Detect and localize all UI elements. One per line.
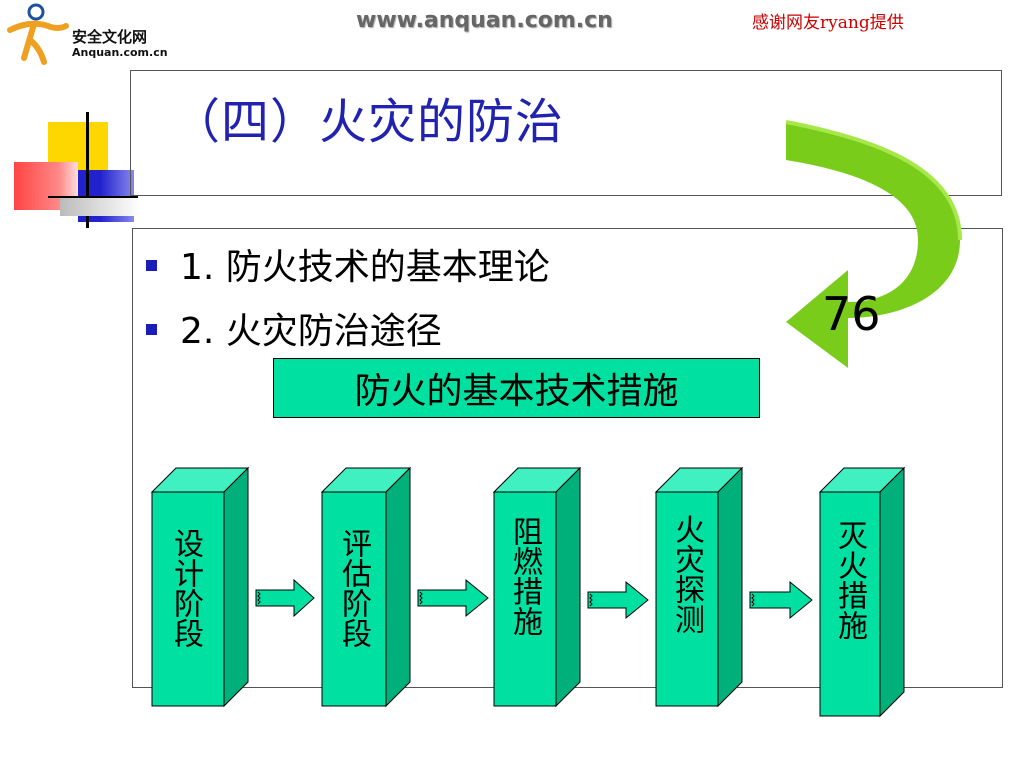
stage-block-design: [150, 466, 250, 708]
stage-label-assessment: 评估阶段: [336, 528, 371, 648]
tech-measures-box: 防火的基本技术措施: [273, 358, 760, 418]
flow-arrow-icon: [749, 580, 813, 620]
page-number: 76: [822, 287, 881, 341]
stage-label-extinguishing: 灭火措施: [832, 520, 867, 640]
flow-arrow-icon: [255, 578, 315, 618]
flow-arrow-icon: [587, 580, 649, 620]
logo-text-en: Anquan.com.cn: [72, 46, 168, 59]
stage-block-flame-retardant: [492, 466, 582, 708]
logo-text-cn: 安全文化网: [72, 28, 148, 46]
curved-return-arrow-icon: [785, 120, 962, 368]
decor-vertical-line: [86, 112, 89, 228]
logo-figure-icon: [7, 3, 69, 65]
bullet-marker: [146, 324, 157, 335]
bullet-1: 1. 防火技术的基本理论: [180, 247, 550, 288]
bullet-2: 2. 火灾防治途径: [180, 311, 442, 352]
credit-text: 感谢网友ryang提供: [752, 13, 904, 33]
stage-block-assessment: [320, 466, 412, 708]
site-url[interactable]: www.anquan.com.cn: [356, 8, 613, 33]
stage-block-fire-detection: [654, 466, 744, 708]
title-box: [130, 70, 1002, 196]
decor-gray-band: [60, 198, 140, 216]
stage-label-design: 设计阶段: [168, 528, 203, 648]
decor-horizontal-line: [48, 196, 138, 198]
flow-arrow-icon: [417, 578, 489, 618]
stage-block-extinguishing: [818, 466, 906, 718]
slide-title: （四）火灾的防治: [172, 94, 565, 150]
stage-label-fire-detection: 火灾探测: [669, 514, 704, 634]
stage-label-flame-retardant: 阻燃措施: [507, 516, 542, 636]
site-logo[interactable]: 安全文化网 Anquan.com.cn: [0, 0, 180, 70]
bullet-marker: [146, 260, 157, 271]
